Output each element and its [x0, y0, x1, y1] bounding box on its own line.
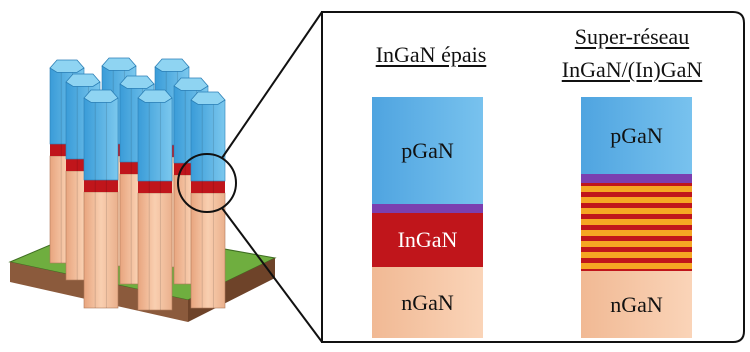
superlattice-stripe: [581, 208, 692, 214]
nanowire: [83, 89, 119, 309]
nanowire-array: [49, 57, 226, 311]
superlattice-stripe: [581, 197, 692, 203]
superlattice-stripe: [581, 241, 692, 247]
superlattice-title: Super-réseau InGaN/(In)GaN: [561, 24, 703, 82]
superlattice-stripe: [581, 263, 692, 269]
superlattice-stripe: [581, 252, 692, 258]
layer-ngan: nGaN: [372, 267, 483, 338]
layer-ebl: [372, 204, 483, 213]
layer-ngan: nGaN: [581, 271, 692, 338]
thick-ingan-stack: pGaN InGaN nGaN: [372, 97, 483, 338]
thick-ingan-title: InGaN épais: [375, 42, 487, 67]
superlattice-stripe: [581, 219, 692, 225]
layer-ebl: [581, 174, 692, 183]
layer-pgan: pGaN: [372, 97, 483, 204]
superlattice-stripe: [581, 230, 692, 236]
superlattice-stripe: [581, 186, 692, 192]
superlattice-stack: pGaN nGaN: [581, 97, 692, 338]
nanowire: [137, 89, 173, 311]
magnify-circle-icon: [177, 11, 323, 343]
zoom-panel-border: [321, 11, 745, 343]
layer-ingan: InGaN: [372, 213, 483, 267]
superlattice-layers: [581, 183, 692, 271]
layer-pgan: pGaN: [581, 97, 692, 174]
nanowire: [190, 91, 226, 309]
